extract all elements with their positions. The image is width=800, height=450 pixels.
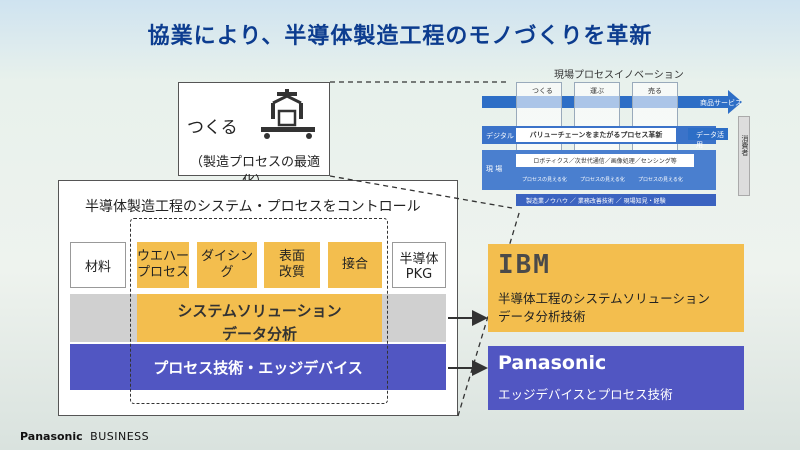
inset-right-top: 商品サービス [700, 99, 742, 107]
material-label: 材料 [84, 259, 111, 275]
inset-data-flow: データ活用 [688, 128, 728, 149]
inset-col3-label: 売る [648, 87, 662, 95]
inset-consumer: 消費者 [738, 116, 750, 196]
inset-opt2: プロセスの見える化 [580, 177, 625, 183]
ibm-line2: データ分析技術 [498, 309, 586, 324]
wafer-line2: プロセス [137, 265, 190, 280]
process-tech-bar: プロセス技術・エッジデバイス [70, 344, 446, 390]
inset-title: 現場プロセスイノベーション [554, 70, 684, 81]
inset-tech-label: ロボティクス／次世代通信／画像処理／センシング等 [533, 158, 677, 165]
panasonic-logo: Panasonic [498, 352, 607, 374]
footer-brand-name: Panasonic [20, 430, 83, 443]
footer-brand: Panasonic BUSINESS [20, 430, 149, 443]
process-tech-label: プロセス技術・エッジデバイス [153, 358, 363, 377]
factory-robot-icon [257, 89, 319, 143]
slide-title: 協業により、半導体製造工程のモノづくりを革新 [147, 24, 653, 49]
ibm-logo: IBM [498, 250, 551, 280]
inset-flow-arrowhead [728, 90, 742, 114]
inset-bottom-label: 製造業ノウハウ ／ 業務改善技術 ／ 現場知見・経験 [526, 198, 666, 205]
control-title: 半導体製造工程のシステム・プロセスをコントロール [85, 199, 421, 215]
wafer-line1: ウエハー [137, 248, 190, 264]
inset-opt1: プロセスの見える化 [522, 177, 567, 183]
inset-genba-label: 現 場 [486, 165, 503, 173]
panasonic-box: Panasonic エッジデバイスとプロセス技術 [488, 346, 744, 410]
pkg-line1: 半導体 [399, 252, 439, 267]
tsukuru-label: つくる [187, 118, 238, 138]
scope-dashed-region [130, 218, 388, 404]
dicing-label: ダイシング [200, 248, 253, 280]
inset-opt3: プロセスの見える化 [638, 177, 683, 183]
dicing-box: ダイシング [197, 242, 257, 288]
inset-tech: ロボティクス／次世代通信／画像処理／センシング等 [516, 154, 694, 167]
pkg-box: 半導体 PKG [392, 242, 446, 288]
material-box: 材料 [70, 242, 126, 288]
inset-data-flow-label: データ活用 [696, 131, 724, 149]
inset-value-chain: バリューチェーンをまたがるプロセス革新 [516, 128, 676, 142]
system-solution-bar: システムソリューション データ分析 [137, 294, 382, 343]
tsukuru-box: つくる （製造プロセスの最適化） [178, 82, 330, 189]
wafer-process-box: ウエハー プロセス [137, 242, 189, 288]
inset-col1-label: つくる [532, 87, 553, 95]
panasonic-text: エッジデバイスとプロセス技術 [498, 387, 673, 402]
inset-consumer-label: 消費者 [741, 135, 749, 156]
ibm-box: IBM 半導体工程のシステムソリューション データ分析技術 [488, 244, 744, 332]
footer-brand-sub: BUSINESS [90, 430, 150, 443]
ibm-line1: 半導体工程のシステムソリューション [498, 291, 710, 306]
system-solution-line1: システムソリューション [177, 302, 342, 320]
bonding-box: 接合 [328, 242, 382, 288]
bonding-label: 接合 [341, 256, 368, 272]
system-solution-line2: データ分析 [221, 325, 297, 343]
inset-value-chain-label: バリューチェーンをまたがるプロセス革新 [529, 131, 663, 139]
inset-digital-label: デジタル [486, 132, 514, 140]
inset-bottom-row: 製造業ノウハウ ／ 業務改善技術 ／ 現場知見・経験 [516, 194, 716, 206]
surface-modification-box: 表面 改質 [264, 242, 320, 288]
inset-col2-label: 運ぶ [590, 87, 604, 95]
dashed-link-mid [329, 175, 513, 209]
pkg-line2: PKG [405, 267, 433, 282]
inset-diagram: 商品サービス つくる 運ぶ 売る デジタル バリューチェーンをまたがるプロセス革… [482, 80, 752, 210]
surface-line2: 改質 [278, 265, 305, 280]
surface-line1: 表面 [278, 248, 305, 264]
